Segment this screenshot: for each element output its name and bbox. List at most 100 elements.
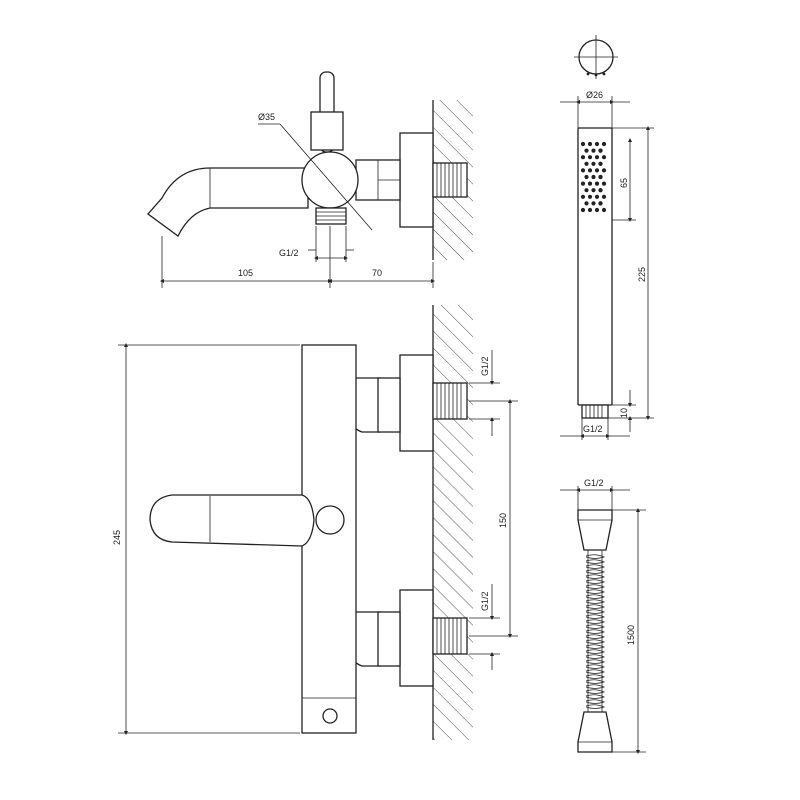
mixer-body-circle: [301, 151, 359, 209]
spout: [147, 167, 309, 237]
hose-coil: [585, 614, 606, 619]
nozzle-dot: [591, 201, 596, 206]
nozzle-dot: [601, 194, 607, 199]
side-view: Ø35 G1/2 105 70: [147, 71, 473, 288]
hose-coil: [585, 654, 606, 659]
nozzle-dot: [587, 141, 593, 147]
nozzle-dot: [594, 168, 600, 173]
nozzle-dot: [598, 188, 603, 193]
hose-coil: [585, 684, 606, 689]
nozzle-dot: [580, 194, 586, 199]
wall-hatch-front: [433, 305, 473, 740]
front-view: 245 150 G1/2 G1/2: [112, 305, 518, 740]
hose-coil: [585, 564, 606, 569]
nozzle-dot: [601, 155, 607, 160]
thread-marks-top: [436, 163, 462, 197]
nozzle-dot: [601, 207, 607, 213]
nozzle-dot: [591, 161, 596, 166]
hose-coil: [585, 624, 606, 629]
hose-coil: [585, 579, 606, 584]
nozzle-dot: [598, 161, 603, 166]
nozzle-dot: [598, 148, 603, 153]
hose-coil: [585, 644, 606, 649]
upper-flange: [399, 354, 434, 452]
hose-view: G1/2 1500: [560, 478, 646, 754]
dim-hose-thread: G1/2: [584, 478, 604, 488]
dim-spout-diameter: Ø35: [258, 112, 275, 122]
hose-coil: [585, 569, 606, 574]
hose-coil: [585, 694, 606, 699]
hose-coil: [585, 559, 606, 564]
hose-coil: [585, 699, 606, 704]
nozzle-dot: [591, 148, 596, 153]
nozzle-dot: [591, 188, 596, 193]
hose-coil: [585, 639, 606, 644]
control-button: [315, 505, 345, 535]
hose-coil: [585, 589, 606, 594]
lever-collar: [310, 111, 344, 151]
lower-flange: [399, 589, 434, 687]
hose-coil: [585, 604, 606, 609]
hose-bottom-nut: [577, 711, 613, 753]
nozzle-dot: [584, 161, 589, 166]
hose-coil: [585, 659, 606, 664]
hose-coil: [585, 599, 606, 604]
nozzle-dot: [584, 188, 589, 193]
hose-coils: [585, 554, 606, 709]
dim-handshower-thread: G1/2: [583, 424, 603, 434]
nozzle-dot: [587, 181, 593, 186]
handshower-thread: [581, 404, 609, 419]
dim-handshower-spray: 65: [619, 178, 629, 188]
nozzle-dot: [594, 141, 600, 147]
nozzle-dot: [601, 181, 607, 186]
dim-wall-offset: 70: [372, 268, 382, 278]
dim-inlet-thread-lower: G1/2: [480, 591, 490, 611]
hose-coil: [585, 679, 606, 684]
hand-shower-view: Ø26 65 225 10 G1/2: [560, 35, 654, 440]
hose-coil: [585, 609, 606, 614]
nozzle-dot: [594, 155, 600, 160]
dim-thread-top: G1/2: [279, 248, 299, 258]
hose-coil: [585, 674, 606, 679]
hose-coil: [585, 689, 606, 694]
dim-handshower-length: 225: [637, 267, 647, 282]
hose-coil: [585, 634, 606, 639]
hose-coil: [585, 584, 606, 589]
nozzle-dot: [580, 181, 586, 186]
hose-coil: [585, 649, 606, 654]
nozzle-dot: [584, 201, 589, 206]
nozzle-dot: [587, 155, 593, 160]
nozzle-dot: [598, 201, 603, 206]
nozzle-dot: [587, 168, 593, 173]
diverter-knob: [322, 708, 338, 724]
nozzle-dot: [584, 174, 589, 180]
hose-coil: [585, 664, 606, 669]
nozzle-dot: [594, 194, 600, 199]
nozzle-dot: [594, 181, 600, 186]
nozzle-dot: [580, 168, 586, 173]
bottom-outlet-threads: [316, 211, 346, 221]
hose-coil: [585, 574, 606, 579]
end-view-nozzles: [586, 72, 606, 77]
nozzle-dot: [601, 168, 607, 173]
nozzle-dot: [601, 141, 607, 147]
dim-height-total: 245: [112, 530, 122, 545]
lever-handle: [149, 494, 315, 547]
nozzle-dot: [587, 194, 593, 199]
dim-hose-length: 1500: [626, 625, 636, 645]
hose-coil: [585, 554, 606, 559]
dim-inlet-spacing: 150: [498, 513, 508, 528]
nozzle-dot: [598, 174, 603, 180]
nozzle-dot: [580, 141, 586, 147]
nozzle-dot: [594, 207, 600, 213]
dim-spout-length: 105: [238, 268, 253, 278]
main-body: [301, 344, 357, 734]
nozzle-dot: [587, 207, 593, 213]
hose-coil: [585, 594, 606, 599]
hose-coil: [585, 629, 606, 634]
handshower-nozzles: [580, 141, 607, 213]
hose-coil: [585, 704, 606, 709]
dim-handshower-thread-length: 10: [619, 408, 629, 418]
dim-inlet-thread-upper: G1/2: [480, 356, 490, 376]
